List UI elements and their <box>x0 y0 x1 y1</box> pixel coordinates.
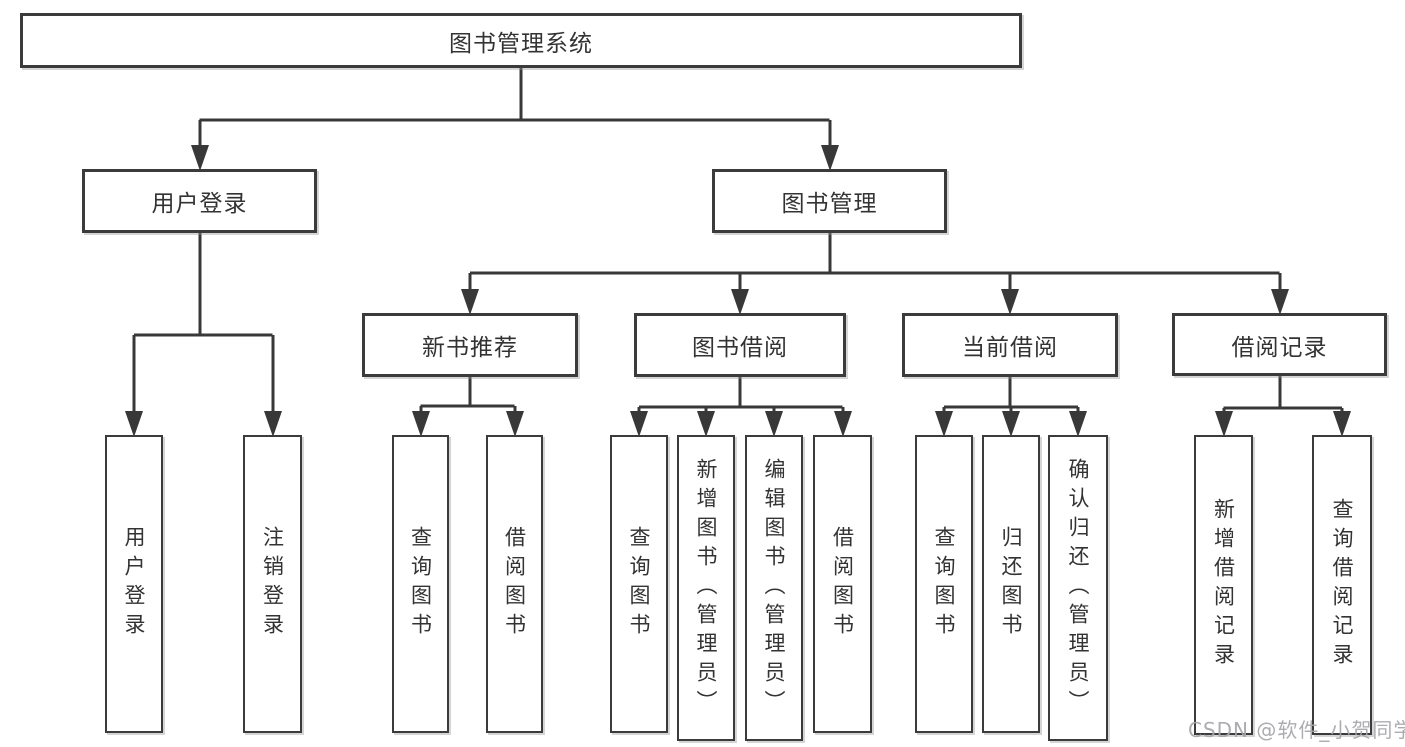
node-new-book-rec: 新书推荐 <box>362 313 578 377</box>
node-bb-query-book: 查询图书 <box>610 435 668 733</box>
node-bb-add-book-admin: 新增图书（管理员） <box>677 435 735 741</box>
node-current-borrow: 当前借阅 <box>902 313 1118 377</box>
watermark-text: CSDN @软件_小贺同学 <box>1188 718 1405 742</box>
node-logout-leaf: 注销登录 <box>243 435 302 733</box>
node-br-query-record: 查询借阅记录 <box>1312 435 1372 735</box>
node-bb-borrow-book: 借阅图书 <box>813 435 872 733</box>
node-cb-query-book: 查询图书 <box>915 435 973 733</box>
node-user-login-leaf: 用户登录 <box>105 435 163 733</box>
node-nb-borrow-book: 借阅图书 <box>486 435 543 733</box>
node-user-login: 用户登录 <box>82 169 317 233</box>
node-bb-edit-book-admin: 编辑图书（管理员） <box>745 435 803 741</box>
node-book-mgmt: 图书管理 <box>712 169 947 233</box>
node-borrow-records: 借阅记录 <box>1172 313 1387 376</box>
node-nb-query-book: 查询图书 <box>392 435 449 733</box>
node-root: 图书管理系统 <box>20 13 1022 68</box>
node-cb-return-book: 归还图书 <box>982 435 1040 733</box>
node-cb-confirm-return-admin: 确认归还（管理员） <box>1048 435 1108 741</box>
node-br-add-record: 新增借阅记录 <box>1194 435 1253 735</box>
node-book-borrow: 图书借阅 <box>634 313 846 377</box>
